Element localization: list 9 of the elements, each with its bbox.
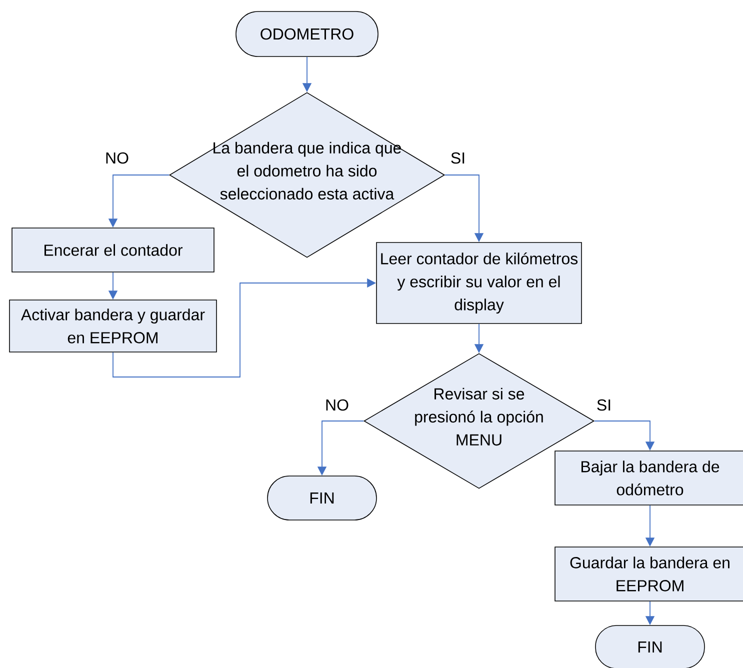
process-box: Activar bandera y guardar en EEPROM bbox=[9, 300, 217, 352]
edge-label: NO bbox=[324, 398, 350, 412]
edge-label: SI bbox=[449, 151, 467, 165]
process-box: Guardar la bandera en EEPROM bbox=[554, 546, 743, 602]
edge-label: SI bbox=[595, 398, 613, 412]
process-box: Leer contador de kilómetros y escribir su valor en el display bbox=[376, 242, 582, 324]
edge-label: NO bbox=[104, 151, 130, 165]
process-box: Encerar el contador bbox=[12, 228, 214, 272]
process-box: Bajar la bandera de odómetro bbox=[554, 450, 743, 506]
